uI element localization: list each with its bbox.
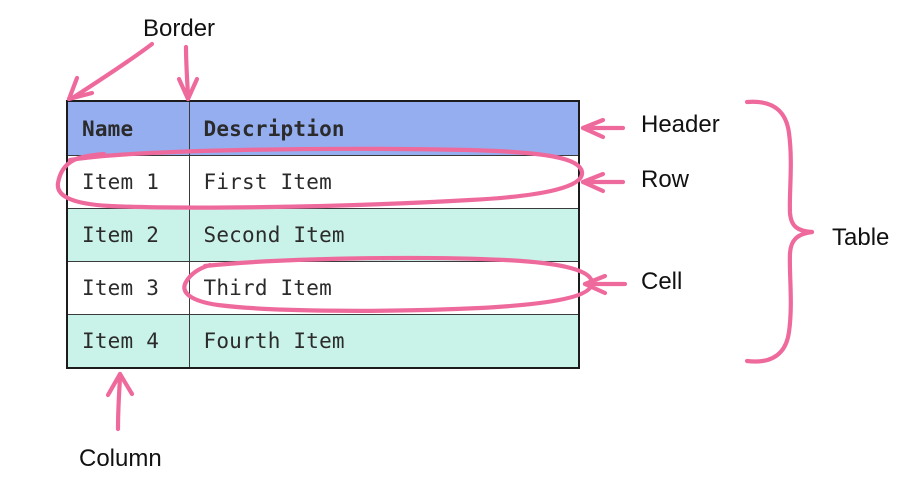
- cell-description: Second Item: [188, 208, 580, 262]
- annotation-label-border: Border: [143, 15, 216, 42]
- annotation-label-header: Header: [641, 111, 720, 138]
- cell-name: Item 2: [66, 208, 190, 262]
- table-container: Name Description Item 1 First Item Item …: [66, 100, 580, 369]
- column-header-name: Name: [66, 100, 190, 156]
- table-header: Name Description: [66, 100, 580, 156]
- column-header-description: Description: [188, 100, 580, 156]
- cell-description: Fourth Item: [188, 314, 580, 369]
- annotation-label-row: Row: [641, 166, 690, 193]
- header-arrow-icon: [580, 117, 626, 140]
- demo-table: Name Description Item 1 First Item Item …: [66, 100, 580, 369]
- cell-name: Item 1: [66, 155, 190, 209]
- border-arrow-diagonal-icon: [66, 41, 155, 102]
- cell-description: First Item: [188, 155, 580, 209]
- table-header-row: Name Description: [66, 100, 580, 156]
- table-row: Item 2 Second Item: [66, 208, 580, 262]
- cell-name: Item 3: [66, 261, 190, 315]
- table-row: Item 1 First Item: [66, 155, 580, 209]
- cell-name: Item 4: [66, 314, 190, 369]
- column-arrow-icon: [105, 371, 135, 432]
- row-arrow-icon: [580, 171, 626, 194]
- table-brace: [744, 99, 815, 364]
- table-row: Item 3 Third Item: [66, 261, 580, 315]
- annotation-label-cell: Cell: [641, 268, 683, 295]
- border-arrow-vertical-icon: [176, 44, 200, 102]
- cell-arrow-icon: [582, 273, 628, 296]
- table-body: Item 1 First Item Item 2 Second Item Ite…: [66, 155, 580, 369]
- annotation-label-column: Column: [79, 445, 162, 472]
- cell-description: Third Item: [188, 261, 580, 315]
- annotation-label-table: Table: [832, 224, 890, 251]
- table-row: Item 4 Fourth Item: [66, 314, 580, 369]
